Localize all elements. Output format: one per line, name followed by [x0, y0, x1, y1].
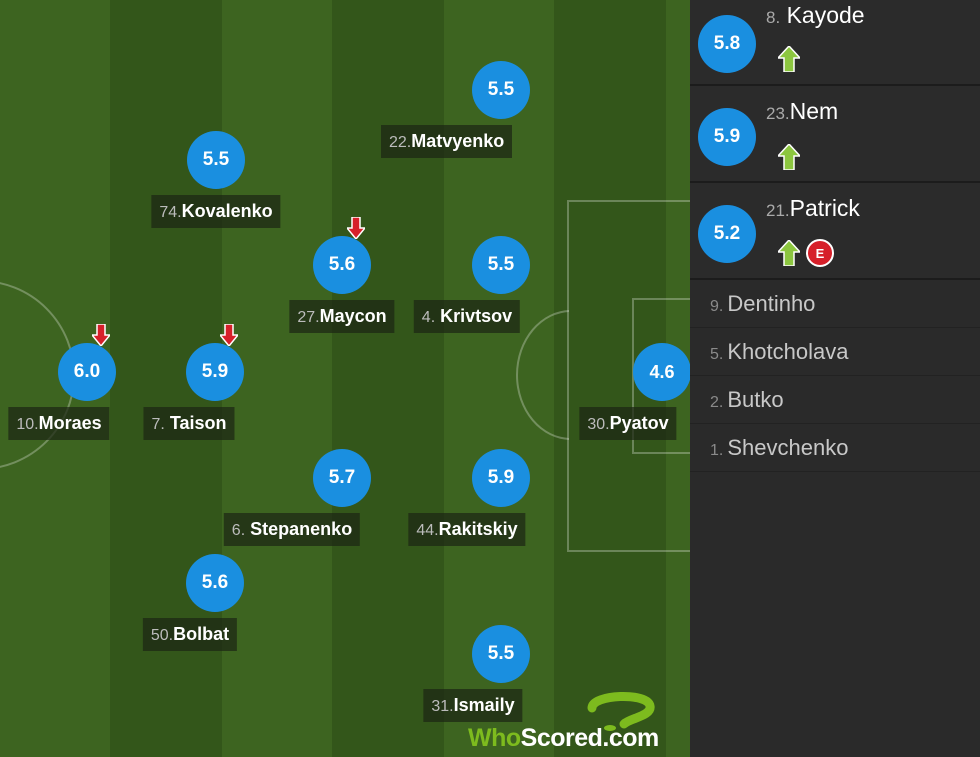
player-namebox: 50.Bolbat: [142, 618, 238, 651]
player-name: Maycon: [319, 306, 387, 326]
player-namebox: 6. Stepanenko: [223, 513, 361, 546]
player-number: 30.: [587, 416, 610, 433]
player-namebox: 44.Rakitskiy: [408, 513, 526, 546]
down-arrow-icon: [220, 324, 238, 346]
player-number: 21.: [766, 201, 790, 220]
player-number: 5.: [710, 346, 724, 363]
watermark-scored: Scored: [520, 724, 603, 752]
player-name: Dentinho: [727, 291, 816, 316]
player-name: Khotcholava: [727, 339, 849, 364]
player-number: 44.: [416, 522, 439, 539]
player-name: Kayode: [786, 2, 865, 28]
sub-player-label: 21.Patrick: [766, 195, 860, 222]
player-name: Pyatov: [609, 413, 669, 433]
player-name: Butko: [727, 387, 784, 412]
player-name: Taison: [169, 413, 227, 433]
bench-row[interactable]: 2.Butko: [690, 376, 980, 424]
watermark-dotcom: .com: [602, 724, 659, 752]
player-name: Kovalenko: [181, 201, 273, 221]
player-number: 23.: [766, 104, 790, 123]
whoscored-watermark: WhoScored.com: [468, 690, 678, 752]
player-number: 9.: [710, 298, 724, 315]
down-arrow-icon: [347, 217, 365, 239]
rating-bubble: 4.6: [633, 343, 690, 401]
error-badge-icon: E: [806, 239, 834, 267]
bench-row[interactable]: 9.Dentinho: [690, 280, 980, 328]
sub-player-label: 8. Kayode: [766, 2, 865, 29]
rating-bubble: 6.0: [58, 343, 116, 401]
panel-empty-area: [690, 472, 980, 757]
player-namebox: 30.Pyatov: [579, 407, 677, 440]
player-name: Rakitskiy: [438, 519, 518, 539]
player-name: Moraes: [38, 413, 102, 433]
player-number: 2.: [710, 394, 724, 411]
player-name: Matvyenko: [411, 131, 505, 151]
question-mark-logo-icon: [587, 692, 655, 731]
down-arrow-icon: [92, 324, 110, 346]
player-namebox: 10.Moraes: [8, 407, 110, 440]
player-number: 10.: [16, 416, 39, 433]
up-arrow-icon: [778, 240, 800, 266]
player-number: 27.: [297, 309, 320, 326]
player-number: 74.: [159, 204, 182, 221]
rating-bubble: 5.2: [698, 205, 756, 263]
rating-bubble: 5.5: [472, 625, 530, 683]
player-number: 22.: [389, 134, 412, 151]
rating-bubble: 5.5: [472, 61, 530, 119]
player-number: 1.: [710, 442, 724, 459]
player-number: 50.: [150, 627, 174, 644]
player-name: Ismaily: [453, 695, 515, 715]
sub-used-row[interactable]: 5.2 21.Patrick E: [690, 183, 980, 280]
watermark-who: Who: [468, 724, 521, 752]
sub-icons: E: [778, 239, 834, 267]
rating-bubble: 5.8: [698, 15, 756, 73]
up-arrow-icon: [778, 46, 800, 72]
bench-row[interactable]: 5.Khotcholava: [690, 328, 980, 376]
player-name: Patrick: [789, 195, 860, 221]
player-number: 7.: [151, 416, 165, 433]
player-namebox: 74.Kovalenko: [151, 195, 281, 228]
player-name: Shevchenko: [727, 435, 849, 460]
rating-bubble: 5.9: [472, 449, 530, 507]
player-namebox: 27.Maycon: [289, 300, 395, 333]
rating-bubble: 5.6: [313, 236, 371, 294]
player-number: 6.: [231, 522, 246, 539]
bench-row[interactable]: 1.Shevchenko: [690, 424, 980, 472]
player-name: Bolbat: [173, 624, 230, 644]
rating-bubble: 5.6: [186, 554, 244, 612]
up-arrow-icon: [778, 144, 800, 170]
substitutes-panel: 5.8 8. Kayode 5.9 23.Nem 5.2 21.Patrick: [690, 0, 980, 757]
rating-bubble: 5.9: [698, 108, 756, 166]
rating-bubble: 5.5: [187, 131, 245, 189]
player-name: Nem: [789, 98, 839, 124]
rating-bubble: 5.7: [313, 449, 371, 507]
watermark-text: WhoScored.com: [468, 724, 659, 753]
sub-icons: [778, 144, 800, 170]
player-name: Krivtsov: [440, 306, 513, 326]
rating-bubble: 5.9: [186, 343, 244, 401]
sub-used-row[interactable]: 5.8 8. Kayode: [690, 0, 980, 86]
player-name: Stepanenko: [250, 519, 353, 539]
player-namebox: 7. Taison: [143, 407, 235, 440]
player-namebox: 22.Matvyenko: [381, 125, 513, 158]
rating-bubble: 5.5: [472, 236, 530, 294]
player-number: 4.: [421, 309, 436, 326]
player-namebox: 4. Krivtsov: [413, 300, 521, 333]
pitch: 5.5 22.Matvyenko 5.5 74.Kovalenko 5.6 27…: [0, 0, 690, 757]
player-namebox: 31.Ismaily: [423, 689, 523, 722]
player-number: 31.: [431, 698, 454, 715]
sub-used-row[interactable]: 5.9 23.Nem: [690, 86, 980, 183]
player-number: 8.: [766, 8, 781, 27]
sub-player-label: 23.Nem: [766, 98, 838, 125]
sub-icons: [778, 46, 800, 72]
